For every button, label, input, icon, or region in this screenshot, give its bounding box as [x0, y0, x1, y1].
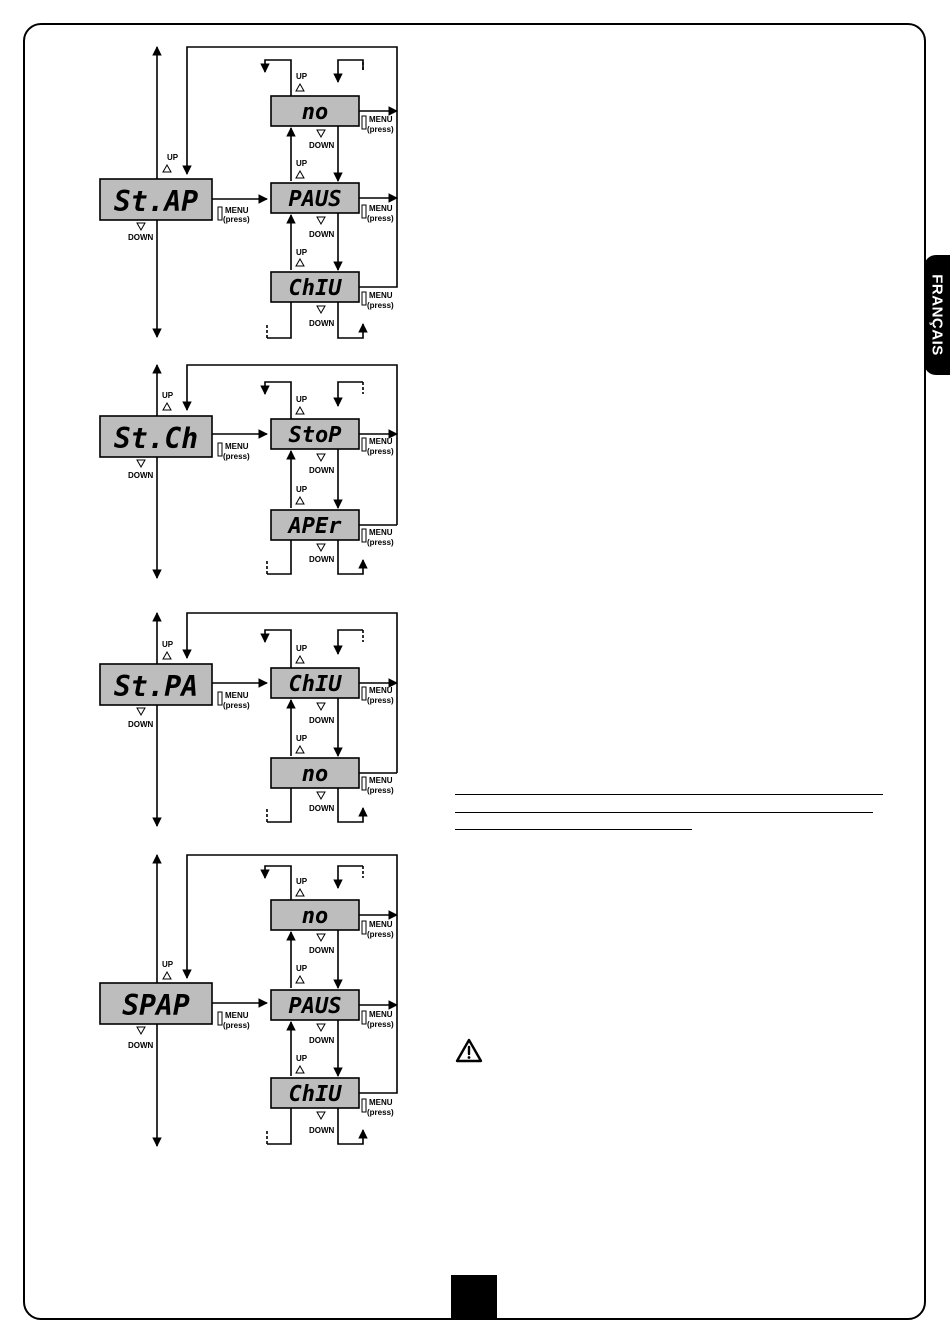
main-display: St.AP: [114, 185, 198, 218]
underline-1: [455, 794, 883, 795]
menu-diagram-spap: SPAP UP DOWN MENU (press) no PAUS ChIU U…: [95, 850, 415, 1150]
svg-text:DOWN: DOWN: [309, 716, 335, 725]
svg-text:MENU: MENU: [369, 920, 393, 929]
option-display-2: PAUS: [289, 187, 342, 212]
svg-text:DOWN: DOWN: [309, 230, 335, 239]
svg-text:DOWN: DOWN: [309, 319, 335, 328]
svg-text:MENU: MENU: [225, 206, 249, 215]
option-display-2: APEr: [287, 514, 343, 539]
svg-text:UP: UP: [296, 877, 308, 886]
option-display-1: ChIU: [289, 672, 343, 697]
svg-text:MENU: MENU: [369, 1010, 393, 1019]
option-display-1: no: [302, 904, 329, 929]
menu-label: MENU: [369, 115, 393, 124]
svg-text:(press): (press): [223, 452, 250, 461]
option-display-1: no: [302, 100, 329, 125]
press-label: (press): [367, 125, 394, 134]
svg-text:UP: UP: [296, 734, 308, 743]
svg-text:(press): (press): [367, 538, 394, 547]
svg-text:DOWN: DOWN: [128, 471, 154, 480]
svg-text:DOWN: DOWN: [309, 555, 335, 564]
svg-text:MENU: MENU: [369, 1098, 393, 1107]
underline-3: [455, 829, 692, 830]
svg-text:UP: UP: [296, 485, 308, 494]
svg-text:MENU: MENU: [369, 686, 393, 695]
svg-text:DOWN: DOWN: [128, 233, 154, 242]
main-display: St.Ch: [114, 422, 198, 455]
st-ch-flow-diagram: St.Ch UP DOWN MENU (press) StoP APEr UP …: [99, 364, 398, 579]
option-display-3: ChIU: [289, 276, 343, 301]
menu-diagram-st-pa: St.PA UP DOWN MENU (press) ChIU no UP DO…: [95, 608, 415, 833]
svg-text:DOWN: DOWN: [309, 946, 335, 955]
svg-text:(press): (press): [223, 1021, 250, 1030]
down-label: DOWN: [309, 141, 335, 150]
svg-text:UP: UP: [296, 395, 308, 404]
svg-text:MENU: MENU: [369, 528, 393, 537]
svg-text:(press): (press): [367, 1020, 394, 1029]
svg-text:UP: UP: [167, 153, 179, 162]
svg-text:MENU: MENU: [225, 1011, 249, 1020]
menu-diagram-st-ch: St.Ch UP DOWN MENU (press) StoP APEr UP …: [95, 360, 415, 585]
svg-text:UP: UP: [296, 159, 308, 168]
svg-text:(press): (press): [367, 301, 394, 310]
svg-text:(press): (press): [367, 786, 394, 795]
option-display-2: PAUS: [289, 994, 342, 1019]
svg-text:(press): (press): [223, 701, 250, 710]
svg-text:(press): (press): [367, 1108, 394, 1117]
svg-text:UP: UP: [296, 964, 308, 973]
svg-text:UP: UP: [162, 640, 174, 649]
svg-text:(press): (press): [367, 214, 394, 223]
up-label: UP: [296, 72, 308, 81]
menu-diagram-st-ap: St.AP UP DOWN MENU (press) no PAUS ChIU: [95, 42, 415, 342]
svg-text:MENU: MENU: [225, 691, 249, 700]
st-pa-flow-diagram: St.PA UP DOWN MENU (press) ChIU no UP DO…: [99, 612, 398, 827]
svg-text:MENU: MENU: [369, 776, 393, 785]
option-display-2: no: [302, 762, 329, 787]
svg-text:UP: UP: [296, 644, 308, 653]
svg-text:UP: UP: [162, 391, 174, 400]
svg-text:MENU: MENU: [369, 291, 393, 300]
main-display: St.PA: [114, 670, 198, 703]
language-tab: FRANÇAIS: [924, 255, 950, 375]
underline-2: [455, 812, 873, 813]
st-ap-flow-diagram: St.AP UP DOWN MENU (press) no PAUS ChIU: [99, 46, 398, 339]
svg-text:UP: UP: [162, 960, 174, 969]
svg-text:DOWN: DOWN: [128, 1041, 154, 1050]
svg-text:DOWN: DOWN: [309, 466, 335, 475]
svg-text:(press): (press): [367, 930, 394, 939]
svg-text:UP: UP: [296, 248, 308, 257]
svg-text:UP: UP: [296, 1054, 308, 1063]
svg-text:(press): (press): [367, 696, 394, 705]
svg-text:MENU: MENU: [225, 442, 249, 451]
svg-text:MENU: MENU: [369, 437, 393, 446]
language-tab-label: FRANÇAIS: [928, 274, 946, 356]
option-display-1: StoP: [289, 423, 342, 448]
svg-text:MENU: MENU: [369, 204, 393, 213]
svg-text:DOWN: DOWN: [128, 720, 154, 729]
page-number-box: [451, 1275, 497, 1320]
svg-text:DOWN: DOWN: [309, 1036, 335, 1045]
warning-icon: [455, 1038, 483, 1063]
svg-text:DOWN: DOWN: [309, 804, 335, 813]
main-display: SPAP: [122, 989, 190, 1022]
svg-text:DOWN: DOWN: [309, 1126, 335, 1135]
svg-text:(press): (press): [367, 447, 394, 456]
option-display-3: ChIU: [289, 1082, 343, 1107]
spap-flow-diagram: SPAP UP DOWN MENU (press) no PAUS ChIU U…: [99, 854, 398, 1147]
svg-text:(press): (press): [223, 215, 250, 224]
